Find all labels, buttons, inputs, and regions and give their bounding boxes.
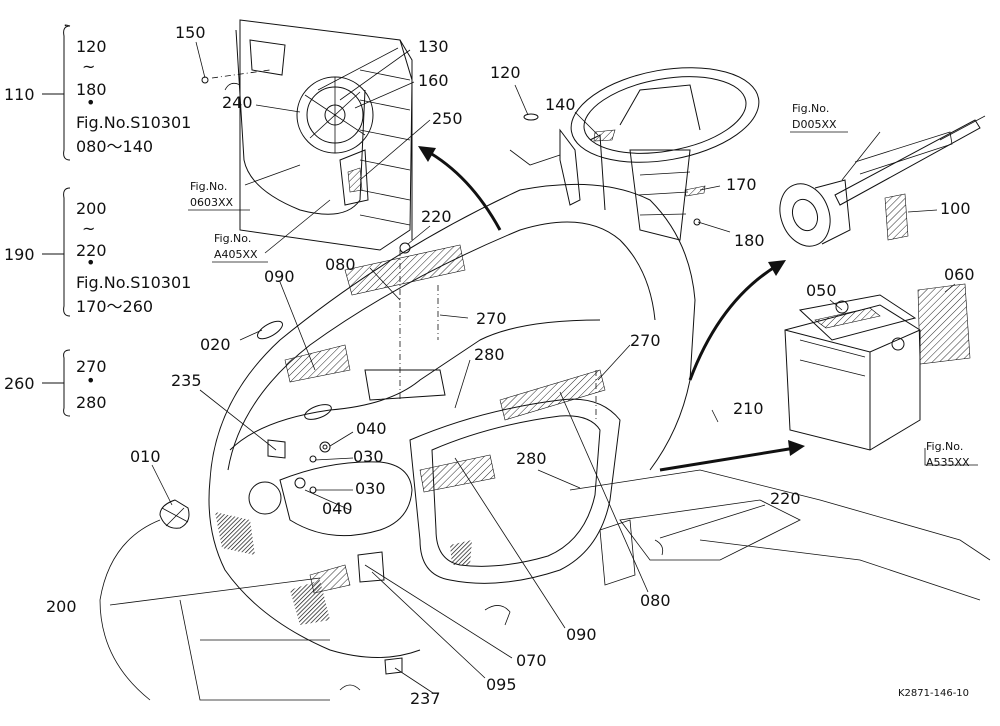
group-190-line-3: 220 bbox=[76, 241, 107, 260]
fig-ref-a535xx-bottom: A535XX bbox=[926, 456, 970, 469]
group-260-line-2: • bbox=[86, 371, 95, 390]
fig-ref-a405xx: Fig.No. A405XX bbox=[212, 232, 268, 263]
group-190-line-6: 170～260 bbox=[76, 297, 153, 316]
part-label-090-bottom: 090 bbox=[566, 625, 597, 644]
part-label-095: 095 bbox=[486, 675, 517, 694]
group-190-line-5: Fig.No.S10301 bbox=[76, 273, 191, 292]
group-id-260: 260 bbox=[4, 374, 35, 393]
fig-ref-0603xx: Fig.No. 0603XX bbox=[188, 180, 250, 211]
fig-ref-a535xx-top: Fig.No. bbox=[926, 440, 963, 453]
group-260-line-3: 280 bbox=[76, 393, 107, 412]
radiator-fan-assembly bbox=[201, 19, 413, 251]
part-label-250: 250 bbox=[432, 109, 463, 128]
group-110-line-1: 120 bbox=[76, 37, 107, 56]
part-label-070: 070 bbox=[516, 651, 547, 670]
fig-ref-d005xx-bottom: D005XX bbox=[792, 118, 837, 131]
part-label-010: 010 bbox=[130, 447, 161, 466]
group-id-190: 190 bbox=[4, 245, 35, 264]
part-label-200: 200 bbox=[46, 597, 77, 616]
frame-floor bbox=[99, 469, 991, 701]
steering-assembly bbox=[509, 67, 760, 241]
part-label-220-right: 220 bbox=[770, 489, 801, 508]
part-label-160: 160 bbox=[418, 71, 449, 90]
part-label-235: 235 bbox=[171, 371, 202, 390]
part-label-280-bottom: 280 bbox=[516, 449, 547, 468]
part-label-240: 240 bbox=[222, 93, 253, 112]
group-110-line-4: • bbox=[86, 93, 95, 112]
group-110-line-5: Fig.No.S10301 bbox=[76, 113, 191, 132]
group-260-line-1: 270 bbox=[76, 357, 107, 376]
callout-arrows bbox=[418, 146, 805, 472]
part-label-150: 150 bbox=[175, 23, 206, 42]
part-label-020: 020 bbox=[200, 335, 231, 354]
fig-ref-d005xx: Fig.No. D005XX bbox=[790, 102, 848, 133]
group-legend-110: 110 120 ~ 180 • Fig.No.S10301 080～140 bbox=[4, 24, 191, 161]
part-label-030-top: 030 bbox=[353, 447, 384, 466]
part-label-210: 210 bbox=[733, 399, 764, 418]
part-label-220-top: 220 bbox=[421, 207, 452, 226]
part-labels-repeat: 270 280 030 040 bbox=[322, 331, 661, 518]
fig-ref-a535xx: Fig.No. A535XX bbox=[926, 440, 970, 469]
part-label-270-right: 270 bbox=[630, 331, 661, 350]
part-label-040-bottom: 040 bbox=[322, 499, 353, 518]
part-label-080-right: 080 bbox=[640, 591, 671, 610]
battery bbox=[784, 283, 971, 451]
part-label-030-bottom: 030 bbox=[355, 479, 386, 498]
part-label-270-left: 270 bbox=[476, 309, 507, 328]
part-label-060: 060 bbox=[944, 265, 975, 284]
hood-body bbox=[159, 183, 696, 675]
part-labels: 150 130 160 240 250 120 140 170 180 220 … bbox=[46, 23, 975, 708]
group-id-110: 110 bbox=[4, 85, 35, 104]
part-label-050: 050 bbox=[806, 281, 837, 300]
part-label-090-top: 090 bbox=[264, 267, 295, 286]
part-label-100: 100 bbox=[940, 199, 971, 218]
group-legend-190: 190 200 ~ 220 • Fig.No.S10301 170～260 bbox=[4, 187, 191, 317]
part-label-140: 140 bbox=[545, 95, 576, 114]
group-110-line-6: 080～140 bbox=[76, 137, 153, 156]
group-110-line-3: 180 bbox=[76, 80, 107, 99]
group-190-line-1: 200 bbox=[76, 199, 107, 218]
group-190-line-4: • bbox=[86, 253, 95, 272]
shaft-bearing bbox=[779, 115, 986, 247]
part-label-120: 120 bbox=[490, 63, 521, 82]
group-legend-260: 260 270 • 280 bbox=[4, 349, 107, 417]
footer-code: K2871-146-10 bbox=[898, 688, 969, 699]
fig-ref-a405xx-bottom: A405XX bbox=[214, 248, 258, 261]
group-110-line-2: ~ bbox=[82, 57, 95, 76]
fig-ref-0603xx-bottom: 0603XX bbox=[190, 196, 234, 209]
part-label-237: 237 bbox=[410, 689, 441, 708]
fig-ref-d005xx-top: Fig.No. bbox=[792, 102, 829, 115]
part-label-080-left: 080 bbox=[325, 255, 356, 274]
part-label-180: 180 bbox=[734, 231, 765, 250]
fig-ref-a405xx-top: Fig.No. bbox=[214, 232, 251, 245]
fig-ref-0603xx-top: Fig.No. bbox=[190, 180, 227, 193]
part-label-280-top: 280 bbox=[474, 345, 505, 364]
part-label-040-top: 040 bbox=[356, 419, 387, 438]
part-label-170: 170 bbox=[726, 175, 757, 194]
leader-lines bbox=[109, 41, 978, 694]
group-190-line-2: ~ bbox=[82, 219, 95, 238]
part-label-130: 130 bbox=[418, 37, 449, 56]
